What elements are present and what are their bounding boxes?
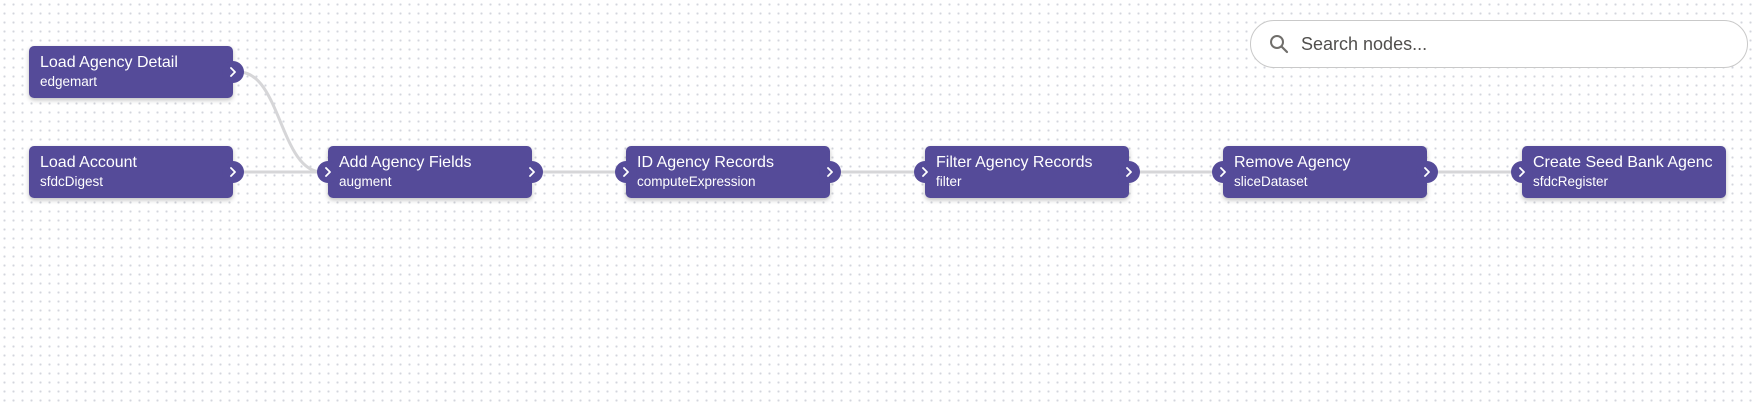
- chevron-right-icon: [1519, 167, 1525, 177]
- output-port[interactable]: [222, 61, 244, 83]
- input-port[interactable]: [1212, 161, 1234, 183]
- input-port[interactable]: [317, 161, 339, 183]
- node-type: augment: [339, 174, 392, 189]
- node-type: sfdcRegister: [1533, 174, 1609, 189]
- node-filter-agency-records[interactable]: Filter Agency Records filter: [914, 146, 1140, 198]
- output-port[interactable]: [1118, 161, 1140, 183]
- node-add-agency-fields[interactable]: Add Agency Fields augment: [317, 146, 543, 198]
- search-icon: [1270, 35, 1289, 54]
- node-type: filter: [936, 174, 962, 189]
- node-title: Filter Agency Records: [936, 154, 1093, 171]
- chevron-right-icon: [325, 167, 331, 177]
- chevron-right-icon: [529, 167, 535, 177]
- chevron-right-icon: [1424, 167, 1430, 177]
- output-port[interactable]: [819, 161, 841, 183]
- chevron-right-icon: [230, 67, 236, 77]
- input-port[interactable]: [1511, 161, 1533, 183]
- chevron-right-icon: [623, 167, 629, 177]
- search-input[interactable]: [1301, 33, 1701, 55]
- node-type: computeExpression: [637, 174, 756, 189]
- chevron-right-icon: [827, 167, 833, 177]
- node-id-agency-records[interactable]: ID Agency Records computeExpression: [615, 146, 841, 198]
- node-create-seed-bank-agencies[interactable]: Create Seed Bank Agencies sfdcRegister: [1511, 146, 1726, 198]
- chevron-right-icon: [1220, 167, 1226, 177]
- node-remove-agency[interactable]: Remove Agency sliceDataset: [1212, 146, 1438, 198]
- chevron-right-icon: [922, 167, 928, 177]
- node-type: sliceDataset: [1234, 174, 1308, 189]
- node-title: Add Agency Fields: [339, 154, 472, 171]
- node-title: Remove Agency: [1234, 154, 1351, 171]
- node-title: ID Agency Records: [637, 154, 774, 171]
- node-title: Load Agency Detail: [40, 54, 178, 71]
- input-port[interactable]: [914, 161, 936, 183]
- node-title: Load Account: [40, 154, 137, 171]
- output-port[interactable]: [521, 161, 543, 183]
- input-port[interactable]: [615, 161, 637, 183]
- node-load-account[interactable]: Load Account sfdcDigest: [29, 146, 244, 198]
- output-port[interactable]: [1416, 161, 1438, 183]
- search-box[interactable]: [1250, 20, 1748, 68]
- node-type: sfdcDigest: [40, 174, 104, 189]
- edge-load-agency-detail-to-add-agency-fields: [238, 70, 323, 174]
- chevron-right-icon: [1126, 167, 1132, 177]
- node-title: Create Seed Bank Agencies: [1533, 154, 1712, 171]
- node-type: edgemart: [40, 74, 98, 89]
- chevron-right-icon: [230, 167, 236, 177]
- output-port[interactable]: [222, 161, 244, 183]
- node-load-agency-detail[interactable]: Load Agency Detail edgemart: [29, 46, 244, 98]
